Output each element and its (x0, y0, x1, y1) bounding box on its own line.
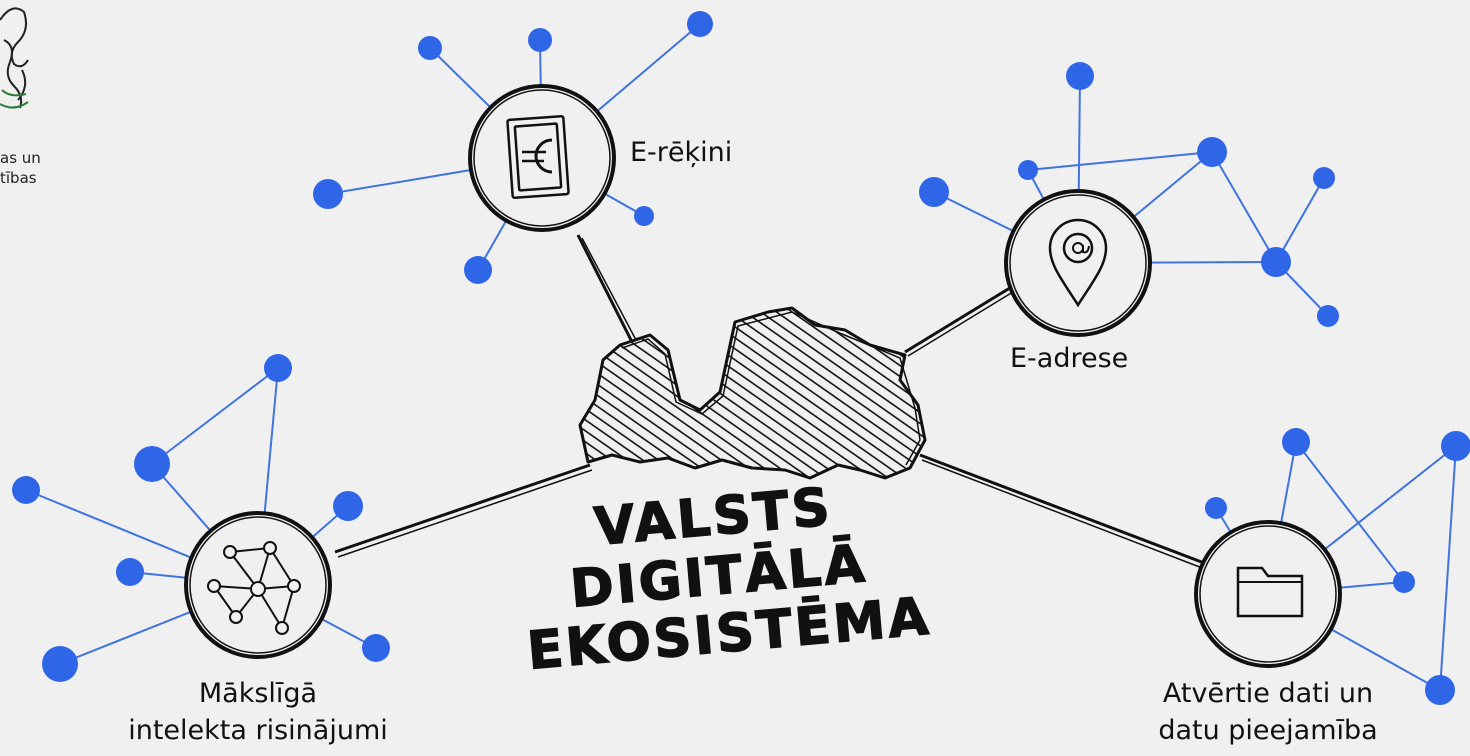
network-node-dot (1197, 137, 1227, 167)
network-node-dot (687, 11, 713, 37)
ministry-logo-emblem (0, 7, 29, 109)
network-node-dot (42, 646, 78, 682)
network-link (1275, 177, 1325, 263)
network-node-dot (1393, 571, 1415, 593)
node-ai (184, 511, 332, 659)
network-graph-icon (207, 541, 301, 635)
connector-opendata (919, 453, 1213, 568)
connector-einvoices (581, 237, 637, 341)
node-einvoices (468, 84, 616, 232)
connector-opendata (921, 459, 1211, 572)
network-link (1027, 151, 1213, 171)
label-ai-line2: intelekta risinājumi (128, 715, 388, 746)
peripheral-nodes (12, 11, 1470, 705)
network-node-dot (1282, 428, 1310, 456)
label-ai-line1: Mākslīgā (198, 678, 318, 709)
network-node-dot (919, 177, 949, 207)
map-pin-at-icon (1048, 218, 1108, 308)
label-eaddress: E-adrese (1010, 343, 1129, 374)
network-node-dot (634, 206, 654, 226)
network-link (1295, 441, 1405, 583)
logo-text-line2: tības (0, 169, 37, 187)
network-link (1439, 445, 1457, 691)
network-node-dot (362, 634, 390, 662)
connector-ai (337, 469, 593, 558)
connector-ai (334, 463, 591, 554)
network-node-dot (1317, 305, 1339, 327)
network-node-dot (116, 558, 144, 586)
network-node-dot (1425, 675, 1455, 705)
network-node-dot (1205, 497, 1227, 519)
network-node-dot (1261, 247, 1291, 277)
euro-document-icon (506, 115, 570, 199)
logo-text-line1: as un (0, 149, 41, 167)
node-opendata (1194, 520, 1342, 668)
network-node-dot (418, 36, 442, 60)
network-node-dot (464, 256, 492, 284)
latvia-map-shape (578, 306, 927, 480)
network-node-dot (333, 491, 363, 521)
network-node-dot (1018, 160, 1038, 180)
connector-eaddress (907, 286, 1022, 357)
network-node-dot (12, 476, 40, 504)
network-node-dot (1313, 167, 1335, 189)
folder-icon (1236, 566, 1304, 618)
network-node-dot (1441, 431, 1470, 461)
network-node-dot (1066, 62, 1094, 90)
network-node-dot (528, 28, 552, 52)
network-node-dot (134, 446, 170, 482)
network-node-dot (264, 354, 292, 382)
label-opendata-line1: Atvērtie dati un (1162, 678, 1374, 709)
label-einvoices: E-rēķini (630, 137, 733, 168)
connector-einvoices (576, 234, 634, 343)
network-link (151, 367, 279, 465)
connector-eaddress (904, 281, 1019, 354)
node-eaddress (1004, 189, 1152, 337)
label-opendata-line2: datu pieejamība (1158, 715, 1378, 746)
network-node-dot (313, 179, 343, 209)
central-connectors (334, 234, 1213, 572)
network-link (1211, 151, 1277, 263)
